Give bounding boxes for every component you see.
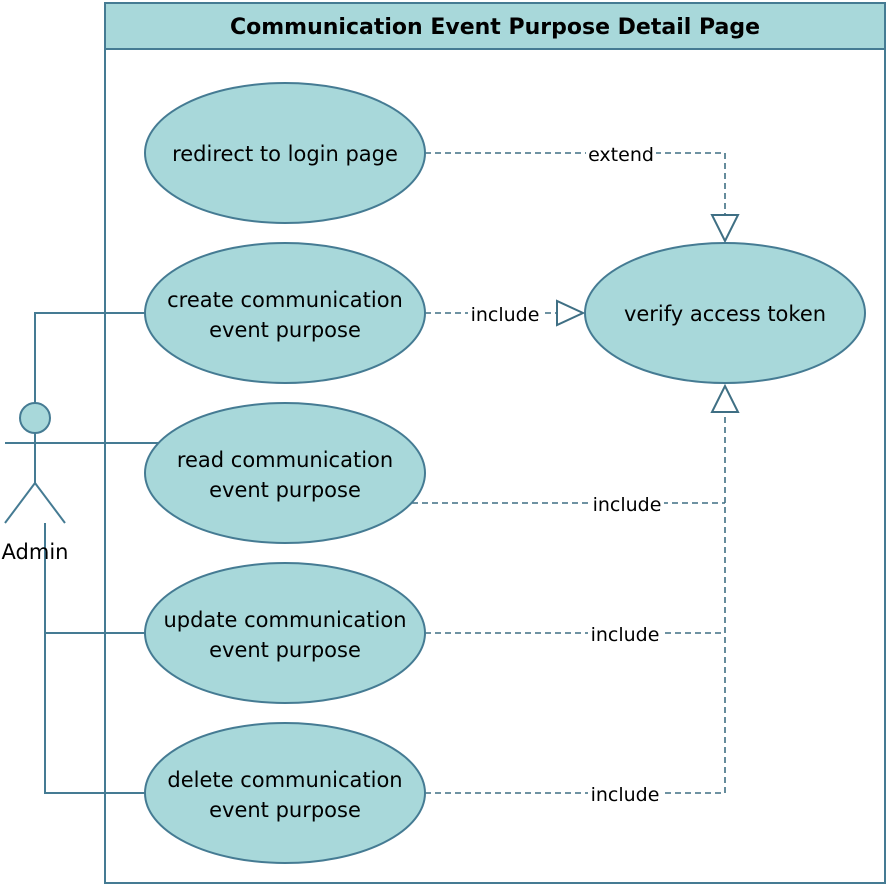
use-case-delete-label-line1: delete communication — [167, 768, 402, 792]
use-case-create-label-line2: event purpose — [209, 318, 361, 342]
actor-right-leg — [34, 482, 66, 524]
arrowhead-include-shared — [710, 383, 740, 413]
use-case-delete — [144, 722, 426, 864]
label-include-read: include — [593, 494, 662, 516]
use-case-verify — [584, 242, 866, 384]
label-include-delete: include — [591, 784, 660, 806]
use-case-create — [144, 242, 426, 384]
arrowheads — [556, 214, 740, 413]
association-create — [34, 312, 145, 403]
use-case-update-label-line2: event purpose — [209, 638, 361, 662]
use-case-verify-label: verify access token — [624, 302, 826, 326]
arrowhead-extend — [710, 214, 740, 244]
use-case-create-label-line1: create communication — [167, 288, 403, 312]
use-case-redirect — [144, 82, 426, 224]
actor-associations — [34, 312, 160, 794]
system-title-bar — [104, 2, 886, 50]
association-delete — [44, 633, 145, 794]
use-case-delete-label-line2: event purpose — [209, 798, 361, 822]
actor-label: Admin — [2, 540, 69, 564]
actor-admin — [4, 402, 66, 524]
use-case-read-label-line1: read communication — [177, 448, 393, 472]
relationship-edges — [412, 152, 726, 794]
use-case-redirect-label: redirect to login page — [172, 142, 398, 166]
system-title: Communication Event Purpose Detail Page — [230, 15, 760, 40]
edge-extend — [425, 152, 726, 215]
use-case-update-label-line1: update communication — [163, 608, 406, 632]
use-case-read-label-line2: event purpose — [209, 478, 361, 502]
arrowhead-include-create — [556, 299, 586, 327]
label-include-create: include — [471, 304, 540, 326]
use-case-read — [144, 402, 426, 544]
use-case-labels: redirect to login page create communicat… — [163, 142, 826, 822]
actor-left-leg — [4, 482, 36, 524]
use-cases — [144, 82, 866, 864]
label-include-update: include — [591, 624, 660, 646]
use-case-update — [144, 562, 426, 704]
edge-include-delete — [425, 412, 726, 794]
actor-head — [19, 402, 51, 434]
edge-labels: extend include include include include — [468, 142, 664, 806]
label-extend: extend — [588, 144, 654, 166]
